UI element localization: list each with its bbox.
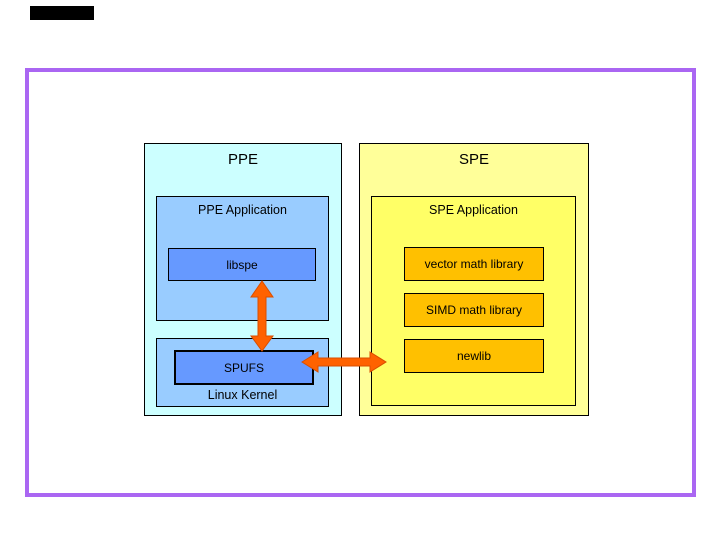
libspe-box: libspe: [168, 248, 316, 281]
spe-panel-title: SPE: [458, 151, 489, 168]
ppe-panel-title: PPE: [227, 151, 258, 168]
vector-math-library-box: vector math library: [404, 247, 544, 281]
spufs-box: SPUFS: [174, 350, 314, 385]
spe-application-title: SPE Application: [429, 203, 518, 217]
ppe-application-box: PPE Application libspe: [156, 196, 329, 321]
newlib-box: newlib: [404, 339, 544, 373]
simd-math-library-box: SIMD math library: [404, 293, 544, 327]
ppe-application-title: PPE Application: [198, 203, 287, 217]
linux-kernel-label: Linux Kernel: [207, 388, 278, 402]
spe-panel: SPE SPE Application vector math library …: [359, 143, 589, 416]
spe-application-box: SPE Application vector math library SIMD…: [371, 196, 576, 406]
ppe-panel: PPE PPE Application libspe SPUFS Linux K…: [144, 143, 342, 416]
purple-frame: [25, 68, 696, 497]
black-bar: [30, 6, 94, 20]
linux-kernel-box: SPUFS Linux Kernel: [156, 338, 329, 407]
